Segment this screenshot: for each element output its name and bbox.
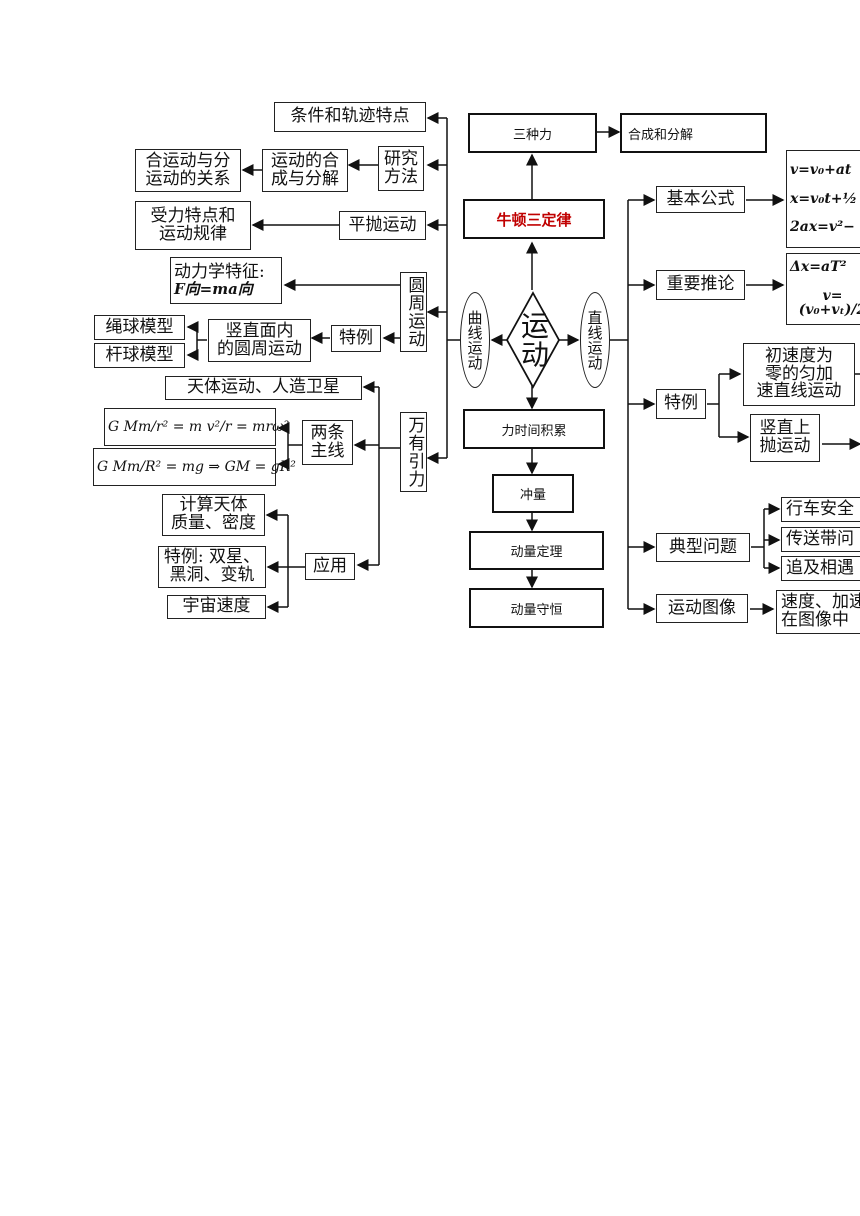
newton-laws-node: 牛顿三定律 bbox=[463, 199, 605, 239]
cosmic-speed-node: 宇宙速度 bbox=[167, 595, 266, 619]
vertical-circle-node: 竖直面内 的圆周运动 bbox=[208, 319, 311, 362]
formula-displacement: x=v₀t+½ bbox=[790, 190, 858, 207]
application-node: 应用 bbox=[305, 553, 355, 580]
graph-desc-node: 速度、加速 在图像中 bbox=[776, 590, 860, 634]
connector-lines bbox=[186, 112, 860, 615]
relation-node: 合运动与分 运动的关系 bbox=[135, 149, 241, 192]
center-diamond bbox=[505, 291, 561, 389]
projectile-feature-node: 受力特点和 运动规律 bbox=[135, 201, 251, 250]
formula2-node: G Mm/R² = mg ⇒ GM = gR² bbox=[93, 448, 296, 486]
concept-map: 运动 曲线运动 直线运动 三种力 合成和分解 牛顿三定律 力时间积累 冲量 动量… bbox=[93, 102, 860, 634]
formula-average-velocity: v=(v₀+vₜ)/2 bbox=[798, 287, 860, 319]
typical-item-chase: 追及相遇 bbox=[781, 556, 860, 581]
dynamics-formula: F向=ma向 bbox=[174, 279, 253, 298]
center-label: 运动 bbox=[517, 311, 550, 369]
celestial-node: 天体运动、人造卫星 bbox=[165, 376, 362, 400]
formula1-node: G Mm/r² = m v²/r = mrω² bbox=[104, 408, 289, 446]
momentum-conservation-node: 动量守恒 bbox=[469, 588, 604, 628]
motion-graph-node: 运动图像 bbox=[656, 594, 748, 623]
momentum-theorem-node: 动量定理 bbox=[469, 531, 604, 570]
inference-node: 重要推论 bbox=[656, 270, 745, 300]
gravitation-node: 万有引力 bbox=[400, 412, 427, 492]
formula-delta-x: Δx=aT² bbox=[790, 258, 847, 275]
inference-formulas-box: Δx=aT² v=(v₀+vₜ)/2 bbox=[786, 253, 860, 325]
track-node: 条件和轨迹特点 bbox=[274, 102, 426, 132]
typical-item-traffic: 行车安全 bbox=[781, 497, 860, 522]
two-lines-node: 两条 主线 bbox=[302, 420, 353, 465]
dynamics-node: 动力学特征: F向=ma向 bbox=[170, 257, 282, 304]
formula-velocity: v=v₀+at bbox=[790, 161, 852, 178]
circular-motion-node: 圆周运动 bbox=[400, 272, 427, 352]
research-method-node: 研究 方法 bbox=[378, 146, 424, 191]
compose-decompose-node: 运动的合 成与分解 bbox=[262, 149, 348, 192]
straight-special-node: 特例 bbox=[656, 389, 706, 419]
mass-density-node: 计算天体 质量、密度 bbox=[162, 494, 265, 536]
rod-model-node: 杆球模型 bbox=[94, 343, 185, 368]
rope-model-node: 绳球模型 bbox=[94, 315, 185, 340]
curve-motion-node: 曲线运动 bbox=[460, 292, 490, 388]
binary-node: 特例: 双星、 黑洞、变轨 bbox=[158, 546, 266, 588]
impulse-node: 冲量 bbox=[492, 474, 574, 513]
straight-motion-node: 直线运动 bbox=[580, 292, 610, 388]
typical-item-conveyor: 传送带问 bbox=[781, 527, 860, 552]
vertical-up-node: 竖直上 抛运动 bbox=[750, 414, 820, 462]
forces-node: 三种力 bbox=[468, 113, 597, 153]
projectile-node: 平抛运动 bbox=[339, 211, 426, 240]
typical-problem-node: 典型问题 bbox=[656, 533, 750, 562]
dynamics-title: 动力学特征: bbox=[174, 261, 265, 282]
free-fall-node: 初速度为 零的匀加 速直线运动 bbox=[743, 343, 855, 406]
formula-velocity-square: 2ax=v²− bbox=[790, 219, 855, 236]
basic-formulas-box: v=v₀+at x=v₀t+½ 2ax=v²− bbox=[786, 150, 860, 248]
basic-formula-node: 基本公式 bbox=[656, 186, 745, 213]
compose-node: 合成和分解 bbox=[620, 113, 767, 153]
force-time-node: 力时间积累 bbox=[463, 409, 605, 449]
circle-special-node: 特例 bbox=[331, 325, 381, 352]
